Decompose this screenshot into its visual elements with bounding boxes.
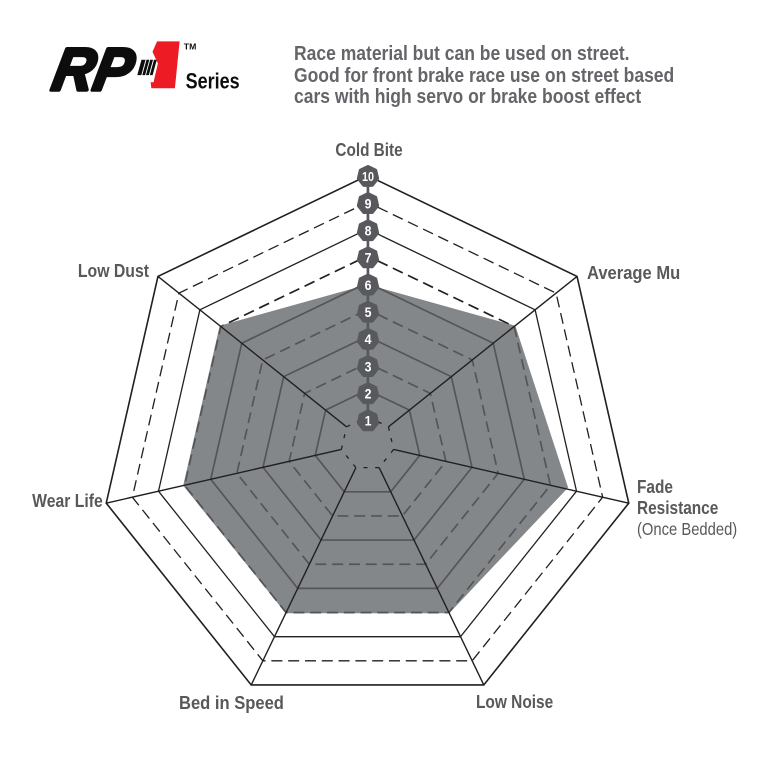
svg-text:2: 2 <box>365 386 372 402</box>
svg-text:TM: TM <box>184 42 197 52</box>
svg-text:1: 1 <box>365 413 372 429</box>
svg-text:8: 8 <box>365 223 372 239</box>
svg-text:9: 9 <box>365 196 372 212</box>
svg-text:10: 10 <box>362 169 374 184</box>
svg-text:3: 3 <box>365 359 372 375</box>
svg-text:Series: Series <box>186 68 240 93</box>
svg-text:7: 7 <box>365 250 372 266</box>
svg-text:5: 5 <box>365 304 372 320</box>
svg-text:4: 4 <box>365 331 372 347</box>
svg-text:RP: RP <box>47 35 140 102</box>
svg-text:6: 6 <box>365 277 372 293</box>
